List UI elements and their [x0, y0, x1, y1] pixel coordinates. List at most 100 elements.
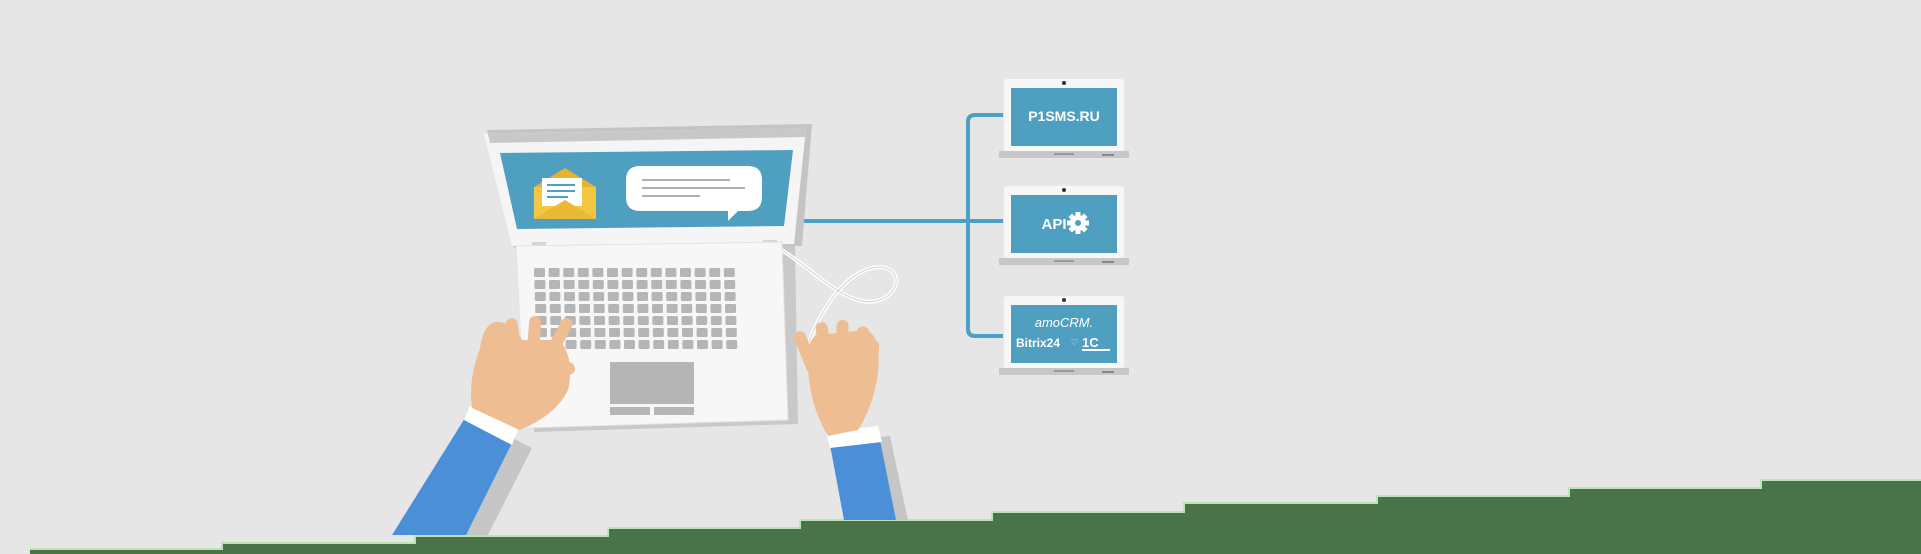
- keyboard-key: [695, 280, 706, 289]
- keyboard-key: [534, 280, 546, 289]
- keyboard-key: [725, 328, 737, 337]
- keyboard-key: [549, 280, 560, 289]
- keyboard-key: [682, 340, 694, 349]
- keyboard-key: [609, 340, 621, 349]
- keyboard-key: [695, 304, 707, 313]
- keyboard-key: [623, 316, 635, 325]
- keyboard-key: [621, 268, 633, 277]
- keyboard-key: [667, 316, 678, 325]
- keyboard-key: [563, 268, 575, 277]
- keyboard-key: [680, 292, 692, 301]
- keyboard-key: [709, 268, 721, 277]
- bitrix24-logo: Bitrix24: [1016, 336, 1060, 350]
- keyboard-key: [607, 292, 619, 301]
- keyboard-key: [565, 340, 577, 349]
- device-crm: amoCRM. Bitrix24 ♡ 1C: [999, 296, 1129, 375]
- gear-icon: [1067, 212, 1089, 234]
- keyboard-key: [650, 268, 662, 277]
- keyboard-key: [725, 304, 736, 313]
- keyboard-key: [563, 280, 575, 289]
- keyboard-key: [665, 280, 677, 289]
- keyboard-key: [667, 340, 679, 349]
- keyboard-key: [594, 328, 606, 337]
- keyboard-key: [607, 280, 619, 289]
- cloud-heart-icon: ♡: [1071, 338, 1078, 347]
- keyboard-key: [695, 292, 707, 301]
- keyboard-key: [534, 292, 546, 301]
- right-sleeve: [830, 440, 896, 520]
- keyboard-key: [680, 280, 692, 289]
- chat-bubble-icon: [626, 166, 762, 221]
- keyboard-key: [651, 280, 663, 289]
- keyboard-key: [577, 268, 589, 277]
- keyboard-key: [694, 268, 706, 277]
- left-hand: [471, 316, 575, 430]
- keyboard-key: [579, 328, 591, 337]
- keyboard-key: [607, 268, 618, 277]
- keyboard-key: [666, 304, 678, 313]
- keyboard-key: [623, 328, 635, 337]
- keyboard-key: [726, 340, 738, 349]
- keyboard-key: [667, 328, 679, 337]
- keyboard-key: [710, 304, 722, 313]
- device-api: API: [999, 186, 1129, 265]
- keyboard-key: [636, 280, 648, 289]
- keyboard-key: [608, 304, 620, 313]
- keyboard-key: [580, 340, 592, 349]
- keyboard-key: [622, 304, 634, 313]
- keyboard-key: [711, 340, 723, 349]
- touchpad-button-right: [654, 407, 694, 415]
- keyboard-key: [665, 268, 677, 277]
- keyboard-key: [680, 268, 691, 277]
- keyboard-key: [682, 328, 693, 337]
- keyboard-key: [608, 316, 620, 325]
- keyboard-key: [723, 268, 735, 277]
- keyboard-key: [637, 292, 648, 301]
- right-hand: [794, 320, 880, 436]
- keyboard-key: [594, 316, 605, 325]
- keyboard-key: [578, 280, 590, 289]
- keyboard-key: [724, 280, 736, 289]
- keyboard-key: [681, 316, 693, 325]
- keyboard-key: [579, 316, 591, 325]
- ground-highlight: [30, 479, 1921, 550]
- main-laptop: [484, 124, 899, 432]
- keyboard-key: [652, 304, 663, 313]
- ground: [30, 479, 1921, 554]
- device-p1sms: P1SMS.RU: [999, 79, 1129, 158]
- keyboard-key: [637, 316, 649, 325]
- keyboard-key: [696, 316, 708, 325]
- keyboard-key: [710, 316, 722, 325]
- connector-lines: [796, 113, 1003, 338]
- touchpad: [610, 362, 694, 404]
- keyboard-key: [638, 328, 650, 337]
- ground-steps: [30, 480, 1921, 554]
- keyboard-key: [724, 292, 736, 301]
- keyboard-key: [651, 292, 663, 301]
- keyboard-key: [652, 316, 664, 325]
- device-top-label: P1SMS.RU: [1028, 108, 1100, 124]
- keyboard-key: [652, 328, 664, 337]
- keyboard-key: [696, 328, 708, 337]
- keyboard-key: [709, 280, 721, 289]
- keyboard-key: [636, 268, 648, 277]
- keyboard-key: [594, 340, 606, 349]
- keyboard-key: [622, 280, 633, 289]
- keyboard-key: [710, 292, 721, 301]
- keyboard-key: [637, 304, 649, 313]
- keyboard-key: [579, 304, 590, 313]
- keyboard-key: [550, 316, 562, 325]
- keyboard-key: [535, 304, 547, 313]
- keyboard-key: [697, 340, 708, 349]
- left-cuff: [464, 406, 518, 445]
- connector-branch: [966, 113, 1003, 338]
- keyboard-key: [592, 280, 604, 289]
- keyboard-key: [624, 340, 635, 349]
- device-middle-label: API: [1041, 216, 1066, 233]
- keyboard-key: [592, 268, 604, 277]
- keyboard-key: [666, 292, 678, 301]
- onec-logo: 1C: [1082, 335, 1099, 350]
- keyboard-key: [609, 328, 620, 337]
- keyboard-key: [725, 316, 737, 325]
